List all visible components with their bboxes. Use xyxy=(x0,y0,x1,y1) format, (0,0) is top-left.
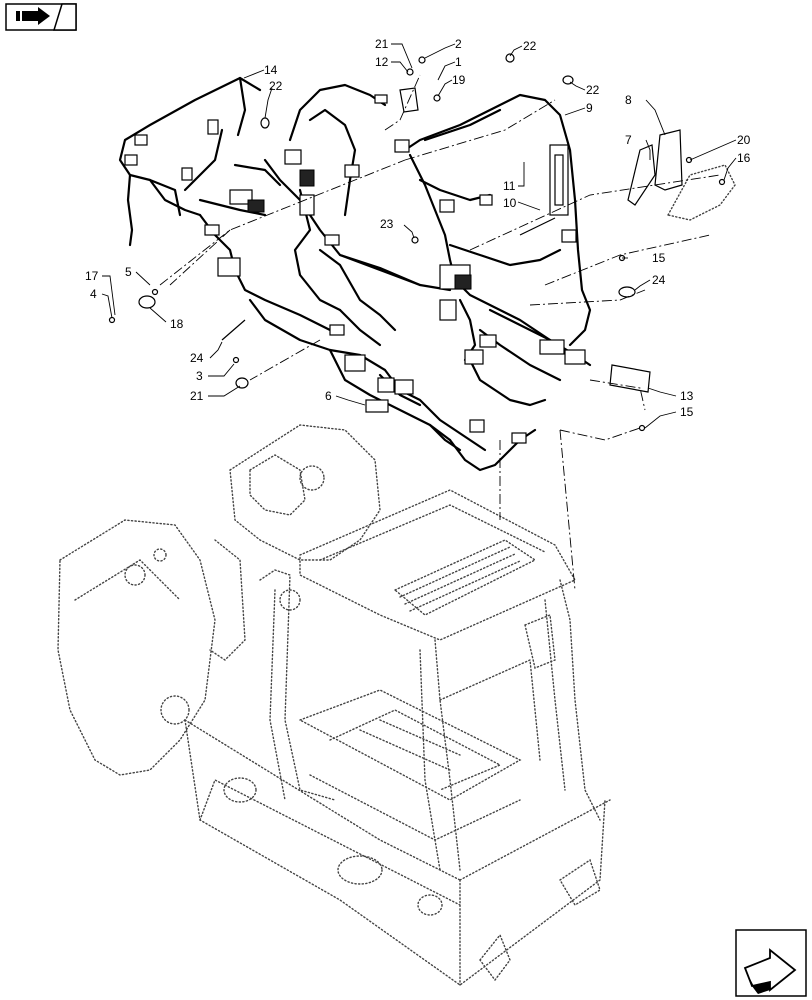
harness-connectors xyxy=(124,94,586,444)
callout-22: 22 xyxy=(523,39,537,53)
callout-4: 4 xyxy=(90,287,97,301)
callout-8: 8 xyxy=(625,93,632,107)
callout-18: 18 xyxy=(170,317,184,331)
callout-15: 15 xyxy=(652,251,666,265)
callout-17: 17 xyxy=(85,269,99,283)
page-navigation-icon[interactable] xyxy=(5,3,77,31)
callout-6: 6 xyxy=(325,389,332,403)
callout-15: 15 xyxy=(680,405,694,419)
callout-1: 1 xyxy=(455,55,462,69)
callout-13: 13 xyxy=(680,389,694,403)
callout-3: 3 xyxy=(196,369,203,383)
callout-19: 19 xyxy=(452,73,466,87)
leader-lines xyxy=(101,43,737,429)
callout-21: 21 xyxy=(190,389,204,403)
wire-harness xyxy=(118,76,592,472)
callout-11: 11 xyxy=(503,179,516,193)
machine-frame xyxy=(57,424,611,986)
callout-9: 9 xyxy=(586,101,593,115)
callout-24: 24 xyxy=(190,351,204,365)
callout-21: 21 xyxy=(375,37,389,51)
callout-labels: 21 2 12 1 19 22 22 22 9 14 8 7 20 16 11 … xyxy=(85,37,751,419)
next-page-arrow-icon[interactable] xyxy=(735,929,807,997)
callout-5: 5 xyxy=(125,265,132,279)
callout-24: 24 xyxy=(652,273,666,287)
callout-12: 12 xyxy=(375,55,389,69)
callout-23: 23 xyxy=(380,217,394,231)
callout-10: 10 xyxy=(503,196,517,210)
callout-20: 20 xyxy=(737,133,751,147)
callout-16: 16 xyxy=(737,151,751,165)
callout-14: 14 xyxy=(264,63,278,77)
callout-7: 7 xyxy=(625,133,632,147)
callout-22: 22 xyxy=(586,83,600,97)
callout-22: 22 xyxy=(269,79,283,93)
hardware-items xyxy=(108,53,736,432)
alignment-lines xyxy=(159,74,721,591)
callout-2: 2 xyxy=(455,37,462,51)
